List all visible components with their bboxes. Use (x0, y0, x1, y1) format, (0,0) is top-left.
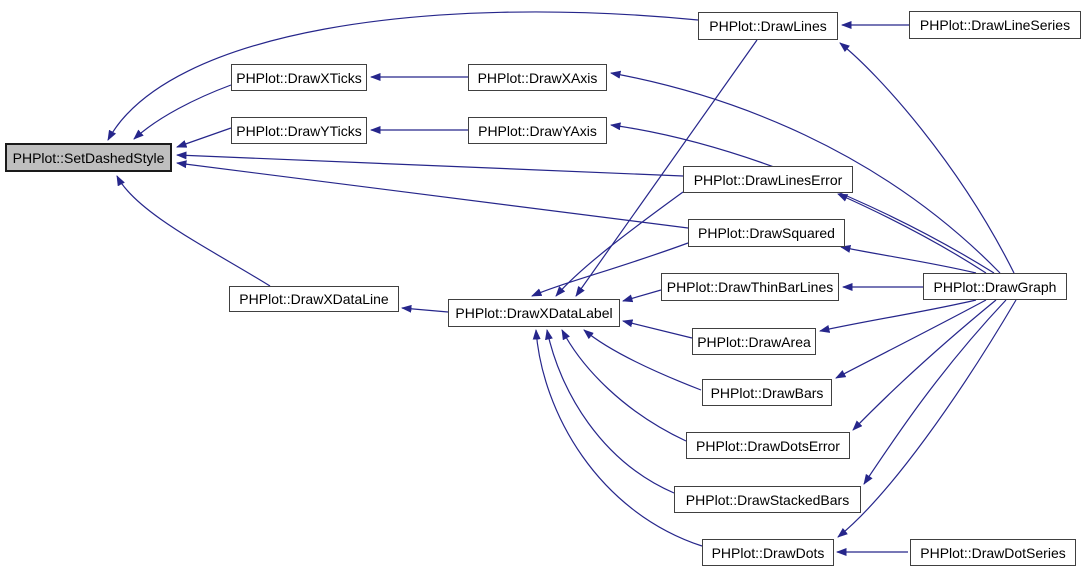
node-drawxaxis[interactable]: PHPlot::DrawXAxis (468, 64, 607, 91)
edge-drawlineserror-to-drawxdatalabel (555, 191, 684, 297)
node-drawstackedbars[interactable]: PHPlot::DrawStackedBars (674, 486, 861, 513)
node-drawbars[interactable]: PHPlot::DrawBars (702, 379, 832, 406)
edge-drawyticks-to-setdashedstyle (176, 127, 232, 148)
edge-drawsquared-to-drawxdatalabel (531, 242, 689, 297)
edge-drawdotserror-to-drawxdatalabel (561, 329, 687, 442)
edge-drawgraph-to-drawarea (819, 299, 977, 333)
edge-drawthinbarlines-to-drawxdatalabel (622, 289, 662, 303)
node-drawarea[interactable]: PHPlot::DrawArea (692, 328, 816, 355)
node-drawxdataline[interactable]: PHPlot::DrawXDataLine (229, 286, 399, 312)
node-drawxdatalabel[interactable]: PHPlot::DrawXDataLabel (448, 299, 620, 327)
node-drawthinbarlines[interactable]: PHPlot::DrawThinBarLines (661, 273, 839, 301)
edge-drawsquared-to-setdashedstyle (176, 160, 689, 229)
edge-drawgraph-to-drawdots (837, 299, 1017, 538)
node-drawdots[interactable]: PHPlot::DrawDots (702, 539, 834, 566)
edge-drawgraph-to-drawbars (835, 299, 987, 379)
node-drawlineseries[interactable]: PHPlot::DrawLineSeries (909, 11, 1081, 39)
edge-drawgraph-to-drawsquared (840, 244, 977, 274)
edge-drawlines-to-setdashedstyle (107, 11, 699, 141)
edge-drawdots-to-drawxdatalabel (532, 329, 703, 547)
edge-drawarea-to-drawxdatalabel (622, 319, 693, 339)
edge-drawxdataline-to-setdashedstyle (116, 175, 271, 287)
edge-drawgraph-to-drawlines (839, 42, 1015, 274)
node-drawyaxis[interactable]: PHPlot::DrawYAxis (468, 117, 607, 144)
edge-drawlineserror-to-setdashedstyle (176, 151, 684, 177)
edge-drawgraph-to-drawdotserror (852, 299, 997, 431)
edge-drawxticks-to-setdashedstyle (133, 84, 232, 140)
node-drawlineserror[interactable]: PHPlot::DrawLinesError (683, 166, 853, 193)
node-drawdotserror[interactable]: PHPlot::DrawDotsError (686, 432, 850, 459)
edge-drawbars-to-drawxdatalabel (583, 329, 702, 391)
node-drawlines[interactable]: PHPlot::DrawLines (698, 12, 838, 40)
edge-drawgraph-to-drawyaxis (610, 122, 995, 274)
node-setdashedstyle: PHPlot::SetDashedStyle (5, 143, 172, 172)
node-drawyticks[interactable]: PHPlot::DrawYTicks (231, 117, 367, 144)
edge-drawgraph-to-drawxaxis (610, 70, 1001, 274)
edge-drawxdatalabel-to-drawxdataline (401, 304, 449, 313)
node-drawxticks[interactable]: PHPlot::DrawXTicks (231, 64, 367, 91)
edge-drawlines-to-drawxdatalabel (575, 39, 758, 297)
edge-drawgraph-to-drawlineserror (837, 193, 987, 274)
node-drawdotseries[interactable]: PHPlot::DrawDotSeries (910, 539, 1076, 566)
edge-drawstackedbars-to-drawxdatalabel (545, 329, 675, 494)
edge-drawgraph-to-drawstackedbars (863, 299, 1007, 485)
node-drawsquared[interactable]: PHPlot::DrawSquared (688, 219, 845, 247)
node-drawgraph[interactable]: PHPlot::DrawGraph (923, 273, 1067, 300)
